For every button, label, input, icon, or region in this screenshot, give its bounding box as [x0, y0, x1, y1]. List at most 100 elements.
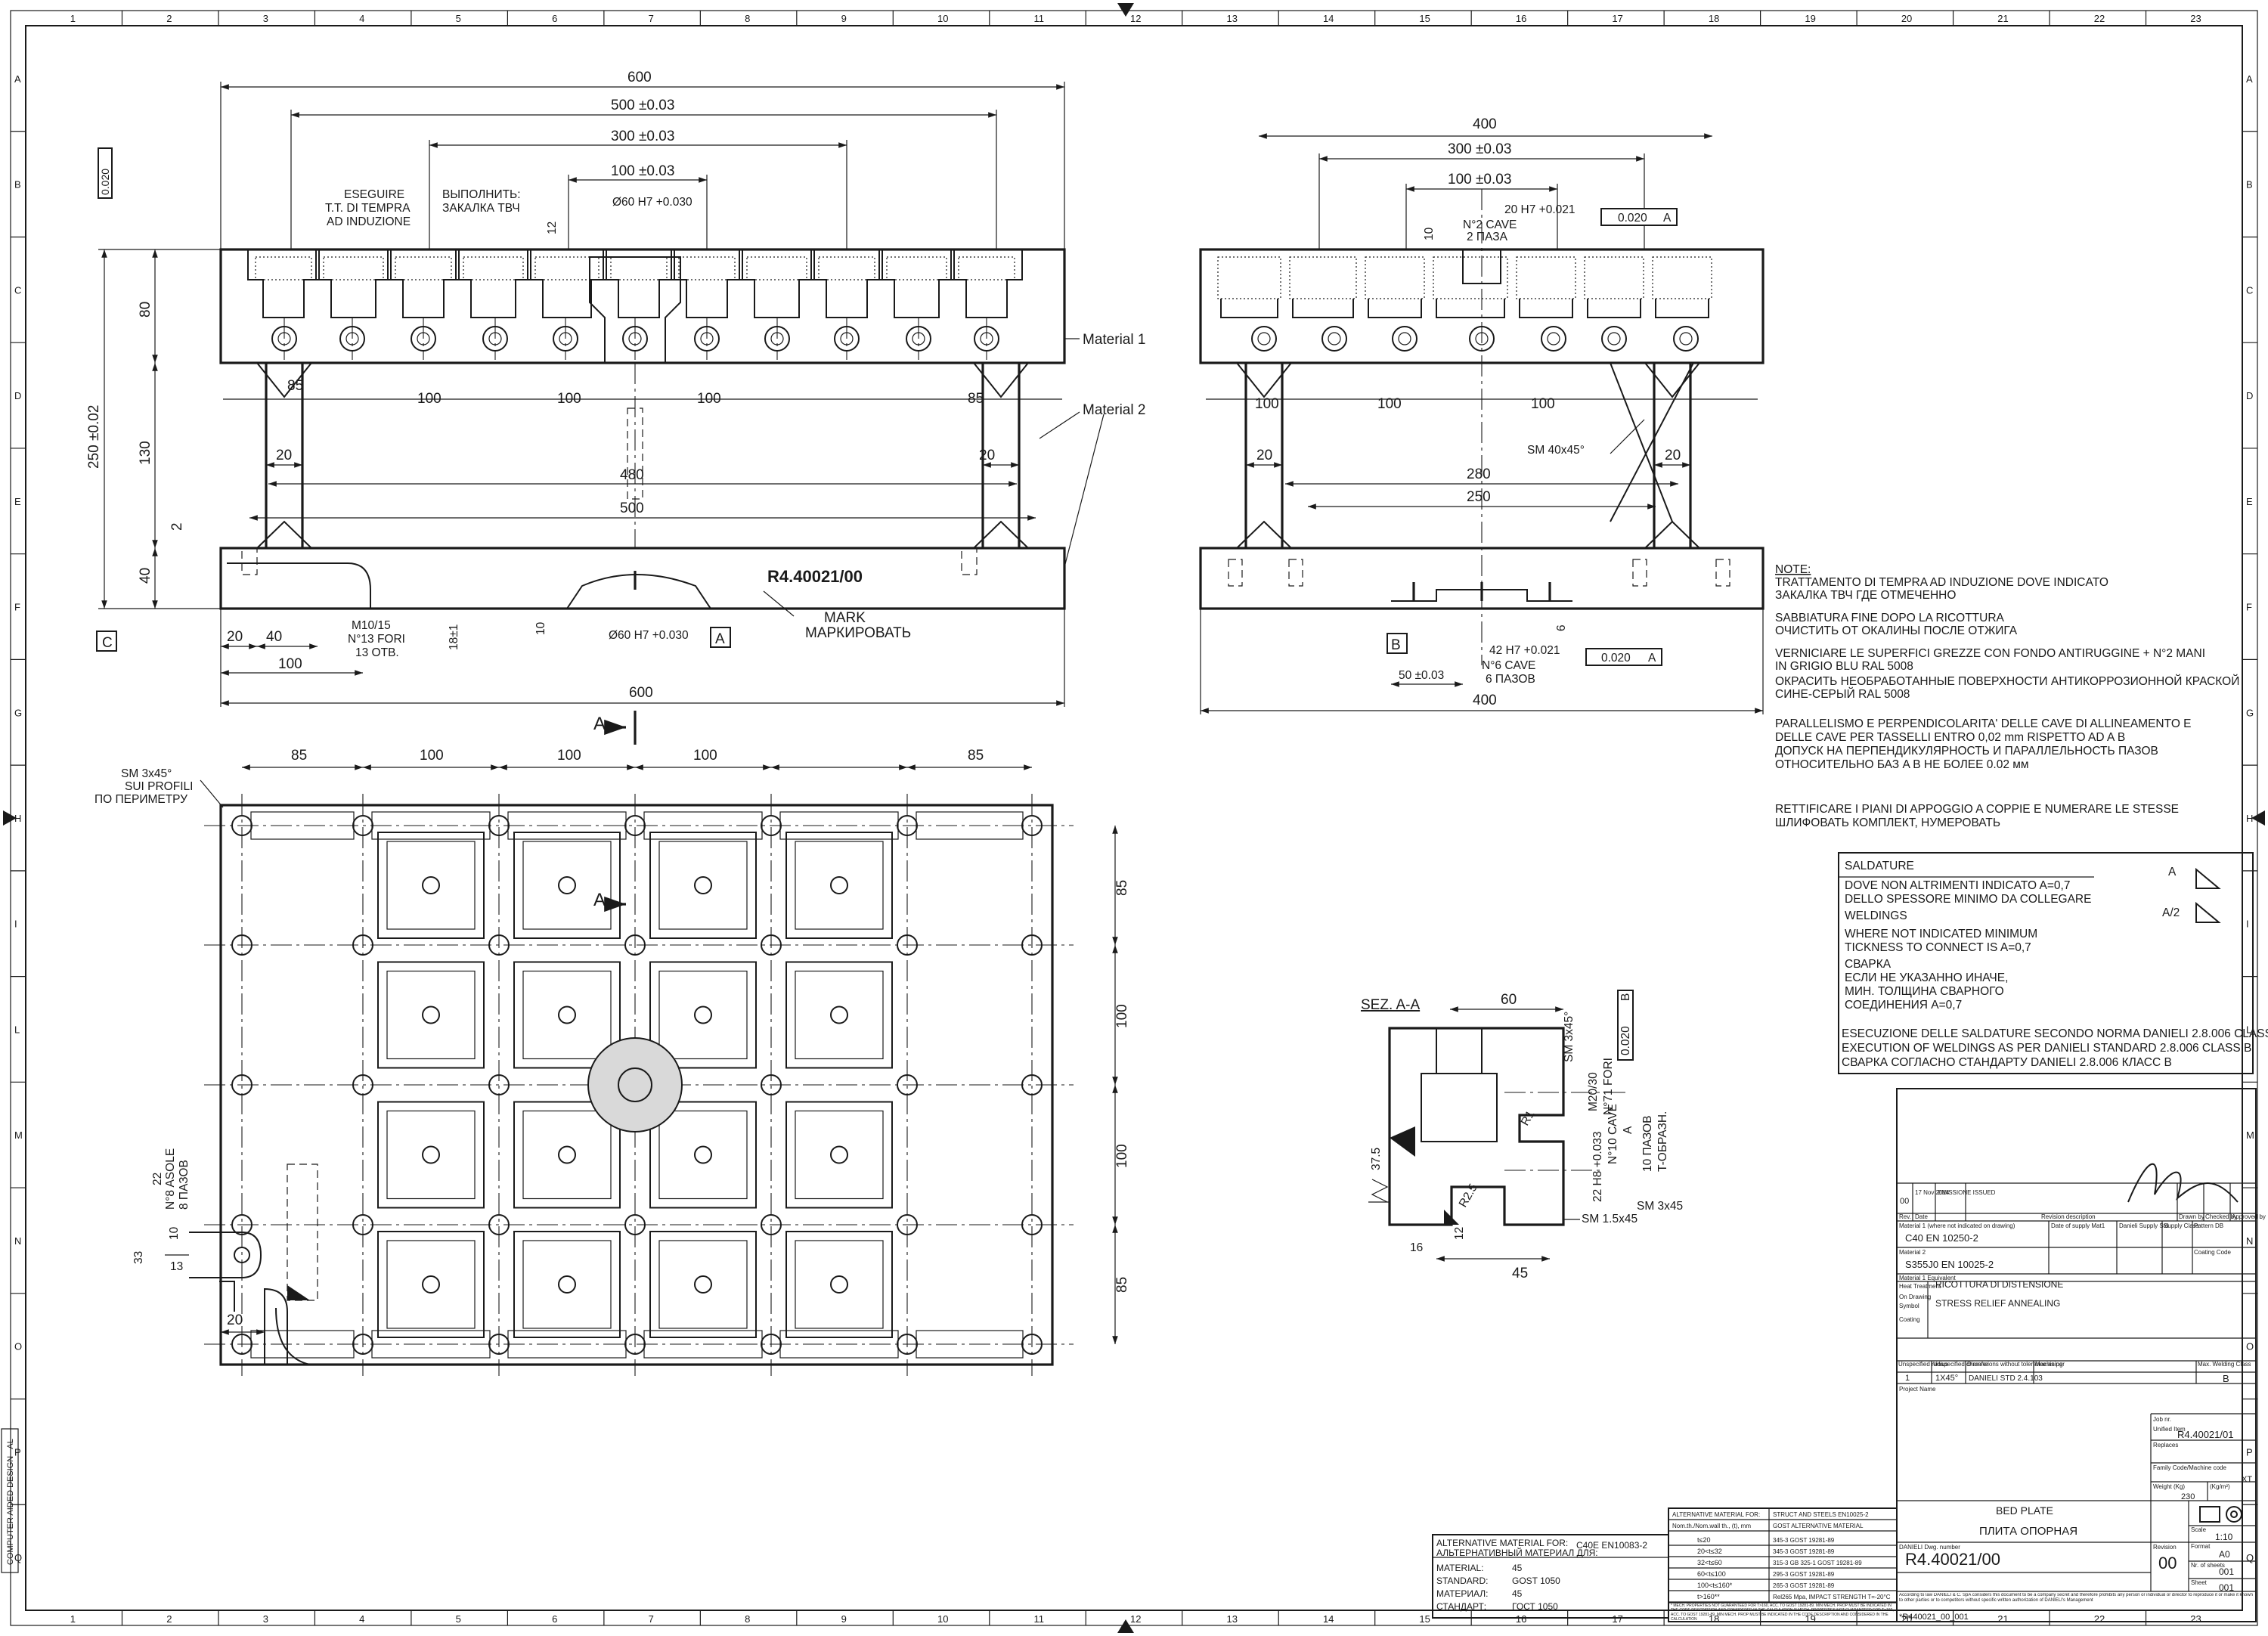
- plan-pocket: [377, 1101, 485, 1209]
- tb-format: A0: [2219, 1549, 2230, 1560]
- section-dim-45: 45: [1512, 1266, 1528, 1281]
- tb-material-2: S355J0 EN 10025-2: [1905, 1259, 1994, 1270]
- row-letter: E: [2246, 496, 2253, 507]
- column-number: 14: [1323, 1613, 1334, 1625]
- weld-symbol-a2: [2195, 901, 2221, 923]
- plan-chamfer-1: SM 3x45°: [121, 767, 172, 780]
- weld-std-3: СВАРКА СОГЛАСНО СТАНДАРТУ DANIELI 2.8.00…: [1842, 1056, 2172, 1069]
- tb-supply-std: Danieli Supply Std: [2119, 1222, 2168, 1229]
- front-height-2: 2: [169, 522, 185, 531]
- note-line: ЗАКАЛКА ТВЧ ГДЕ ОТМЕЧЕННО: [1775, 589, 1956, 602]
- notes-block: NOTE: TRATTAMENTO DI TEMPRA AD INDUZIONE…: [1775, 563, 2239, 829]
- plan-top-100-a: 100: [420, 748, 444, 764]
- tb-job-label: Job nr.: [2153, 1416, 2171, 1423]
- row-letter: D: [2246, 390, 2253, 401]
- plan-right-100-a: 100: [1114, 1004, 1130, 1028]
- tb-drawing-number: R4.40021/00: [1905, 1550, 2000, 1569]
- row-letter: M: [14, 1129, 23, 1141]
- row-letter: M: [2246, 1129, 2254, 1141]
- front-bottom-20: 20: [227, 629, 243, 645]
- section-chamfer-low: SM 1.5x45: [1582, 1213, 1637, 1225]
- alt-table-cell: 345-3 GOST 19281-89: [1773, 1537, 1835, 1544]
- side-dim-250: 250: [1467, 489, 1491, 505]
- plan-pocket-hole: [830, 1145, 848, 1164]
- front-datum-c: C: [102, 635, 113, 651]
- tb-revision: 00: [2158, 1554, 2177, 1572]
- front-dim-500: 500 ±0.03: [611, 98, 674, 113]
- front-pitch-100-a: 100: [417, 391, 442, 407]
- title-block: 00 17 Nov 2014 EMISSIONE ISSUED Rev. Dat…: [1896, 1088, 2266, 1622]
- note-line: PARALLELISMO E PERPENDICOLARITA' DELLE C…: [1775, 717, 2192, 730]
- side-slot-20: 20 H7 +0.021: [1504, 203, 1576, 216]
- front-t-slot: [810, 249, 883, 318]
- front-thread-3: 13 ОТВ.: [355, 646, 399, 659]
- column-number: 12: [1130, 13, 1141, 24]
- plan-pocket: [513, 832, 621, 939]
- front-pitch-100-c: 100: [697, 391, 721, 407]
- plan-right-100-b: 100: [1114, 1144, 1130, 1168]
- tb-scale-label: Scale: [2191, 1526, 2207, 1533]
- note-line: IN GRIGIO BLU RAL 5008: [1775, 660, 1913, 673]
- side-dimensions: [1200, 133, 1764, 714]
- signature: [2127, 1163, 2239, 1203]
- plan-pocket: [785, 1101, 893, 1209]
- side-t-slot: [1584, 256, 1644, 299]
- centering-mark-bottom: [1117, 1619, 1134, 1633]
- tb-scale: 1:10: [2215, 1532, 2233, 1542]
- row-letter: H: [2246, 813, 2253, 824]
- tb-material-1-label: Material 1 (where not indicated on drawi…: [1899, 1222, 2015, 1229]
- side-t-slot: [1652, 256, 1712, 299]
- plan-top-85-right: 85: [968, 748, 984, 764]
- column-number: 8: [745, 13, 750, 24]
- section-slot-a: A: [1622, 1126, 1634, 1134]
- plan-pocket: [785, 961, 893, 1069]
- front-height-80: 80: [138, 302, 153, 318]
- plan-right-85-top: 85: [1114, 880, 1130, 896]
- alt-table-cell: 20<t≤32: [1697, 1548, 1722, 1555]
- plan-pocket: [377, 1231, 485, 1338]
- row-letter: L: [14, 1024, 20, 1035]
- column-number: 6: [552, 13, 557, 24]
- front-dim-480: 480: [620, 467, 644, 483]
- weld-std-1: ESECUZIONE DELLE SALDATURE SECONDO NORMA…: [1842, 1027, 2268, 1040]
- plan-pocket: [785, 1231, 893, 1338]
- side-t-slots: [1217, 249, 1712, 318]
- tb-project-label: Project Name: [1899, 1386, 1936, 1393]
- front-material-2: Material 2: [1083, 402, 1145, 418]
- side-slot-42: 42 H7 +0.021: [1489, 644, 1560, 657]
- column-number: 5: [456, 1613, 461, 1625]
- column-number: 16: [1516, 1613, 1526, 1625]
- side-dim-50: 50 ±0.03: [1399, 669, 1444, 682]
- front-t-slot: [671, 249, 743, 318]
- front-top-beam: [219, 248, 1066, 364]
- weld-sym-a2: A/2: [2162, 906, 2180, 919]
- tb-status: EMISSIONE ISSUED: [1938, 1189, 1996, 1196]
- front-thread-1: M10/15: [352, 619, 391, 632]
- front-dim-300: 300 ±0.03: [611, 129, 674, 144]
- side-slot-42-cave-2: 6 ПАЗОВ: [1486, 673, 1535, 686]
- plan-top-100-c: 100: [693, 748, 717, 764]
- tb-weight-label: Weight (Kg): [2153, 1483, 2185, 1490]
- column-number: 1: [70, 13, 76, 24]
- note-line: ДОПУСК НА ПЕРПЕНДИКУЛЯРНОСТЬ И ПАРАЛЛЕЛЬ…: [1775, 745, 2158, 758]
- alt-header-it: ALTERNATIVE MATERIAL FOR:: [1436, 1538, 1568, 1548]
- side-hole: [1541, 326, 1566, 352]
- tb-heat-en: STRESS RELIEF ANNEALING: [1935, 1298, 2060, 1309]
- alt-table-cell: t≤20: [1697, 1536, 1710, 1544]
- tb-copyright: According to law DANIELI & C. SpA consid…: [1899, 1593, 2253, 1603]
- plan-centerlines: [204, 794, 1074, 1376]
- column-number: 19: [1805, 13, 1815, 24]
- front-material-1: Material 1: [1083, 332, 1145, 348]
- column-number: 13: [1226, 1613, 1237, 1625]
- section-tol: 0.020: [1619, 1026, 1632, 1055]
- column-number: 7: [649, 1613, 654, 1625]
- front-mark-label-ru: МАРКИРОВАТЬ: [805, 625, 911, 641]
- alt-row-value: ГОСТ 1050: [1512, 1601, 1558, 1612]
- weld-sym-a: A: [2168, 866, 2177, 878]
- row-letter: H: [14, 813, 21, 824]
- side-hole: [1321, 326, 1347, 352]
- section-body: [1388, 1027, 1565, 1226]
- side-slot-42-datum: A: [1648, 652, 1656, 665]
- side-pitch-100-right: 100: [1531, 396, 1555, 412]
